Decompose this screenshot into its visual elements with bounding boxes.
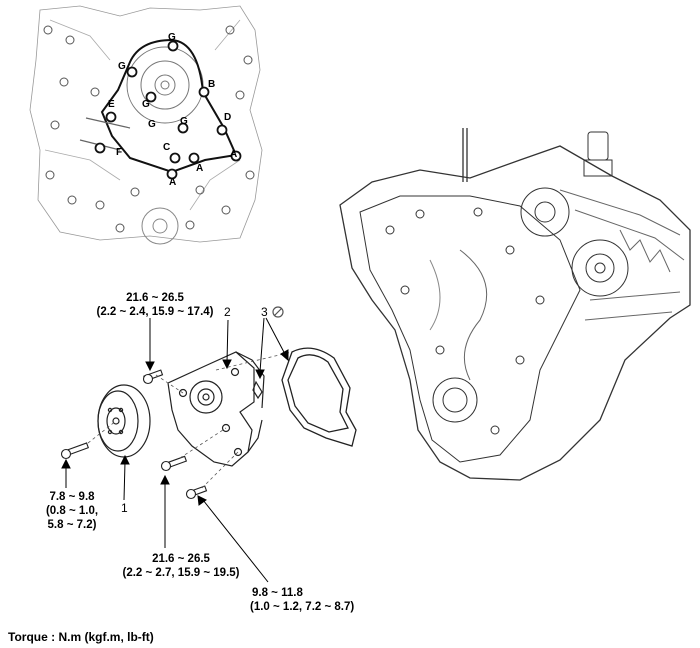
gasket-part bbox=[281, 347, 357, 447]
inset-label-d: D bbox=[224, 112, 232, 123]
pulley-part bbox=[97, 384, 151, 458]
bolt-right bbox=[185, 485, 208, 500]
torque-detail: (0.8 ~ 1.0, bbox=[45, 505, 99, 517]
torque-units-footer: Torque : N.m (kgf.m, lb-ft) bbox=[8, 630, 154, 644]
torque-label-bottom-mid: 21.6 ~ 26.5 (2.2 ~ 2.7, 15.9 ~ 19.5) bbox=[95, 552, 267, 580]
torque-value: 21.6 ~ 26.5 bbox=[152, 553, 210, 565]
inset-label-g: G bbox=[118, 61, 126, 72]
bolt-pattern-inset bbox=[29, 5, 263, 245]
engine-block-view bbox=[339, 128, 691, 481]
torque-detail: (2.2 ~ 2.7, 15.9 ~ 19.5) bbox=[122, 567, 240, 579]
torque-label-top: 21.6 ~ 26.5 (2.2 ~ 2.4, 15.9 ~ 17.4) bbox=[70, 291, 240, 319]
torque-value: 21.6 ~ 26.5 bbox=[126, 292, 184, 304]
torque-detail: (1.0 ~ 1.2, 7.2 ~ 8.7) bbox=[250, 601, 355, 613]
inset-label-a: A bbox=[196, 163, 204, 174]
bolt-mid bbox=[160, 455, 188, 472]
water-pump-part bbox=[167, 351, 265, 467]
bolt-left bbox=[60, 442, 90, 460]
inset-label-a: A bbox=[230, 149, 238, 160]
alignment-lines bbox=[87, 351, 293, 489]
pump-bolts bbox=[60, 369, 208, 500]
part-number-2: 2 bbox=[224, 305, 231, 319]
torque-value: 9.8 ~ 11.8 bbox=[252, 587, 303, 599]
bolt-top bbox=[142, 369, 164, 385]
inset-label-a: A bbox=[169, 177, 177, 188]
leader-lines bbox=[61, 317, 289, 583]
do-not-reuse-icon bbox=[272, 306, 284, 318]
torque-label-left: 7.8 ~ 9.8 (0.8 ~ 1.0, 5.8 ~ 7.2) bbox=[26, 490, 118, 532]
torque-detail: 5.8 ~ 7.2) bbox=[47, 519, 97, 531]
gasket-bolts bbox=[94, 40, 242, 180]
torque-detail: (2.2 ~ 2.4, 15.9 ~ 17.4) bbox=[96, 306, 214, 318]
inset-label-g: G bbox=[148, 119, 156, 130]
part-number-1: 1 bbox=[121, 501, 128, 515]
torque-value: 7.8 ~ 9.8 bbox=[49, 491, 95, 503]
small-gasket-part bbox=[252, 380, 263, 400]
inset-label-f: F bbox=[116, 147, 123, 158]
inset-label-b: B bbox=[208, 79, 216, 90]
inset-label-g: G bbox=[142, 99, 150, 110]
part-number-3: 3 bbox=[261, 305, 268, 319]
inset-label-c: C bbox=[163, 142, 171, 153]
torque-label-bottom-right: 9.8 ~ 11.8 (1.0 ~ 1.2, 7.2 ~ 8.7) bbox=[250, 586, 354, 614]
inset-label-e: E bbox=[108, 99, 115, 110]
inset-label-g: G bbox=[168, 32, 176, 43]
inset-label-g: G bbox=[180, 116, 188, 127]
